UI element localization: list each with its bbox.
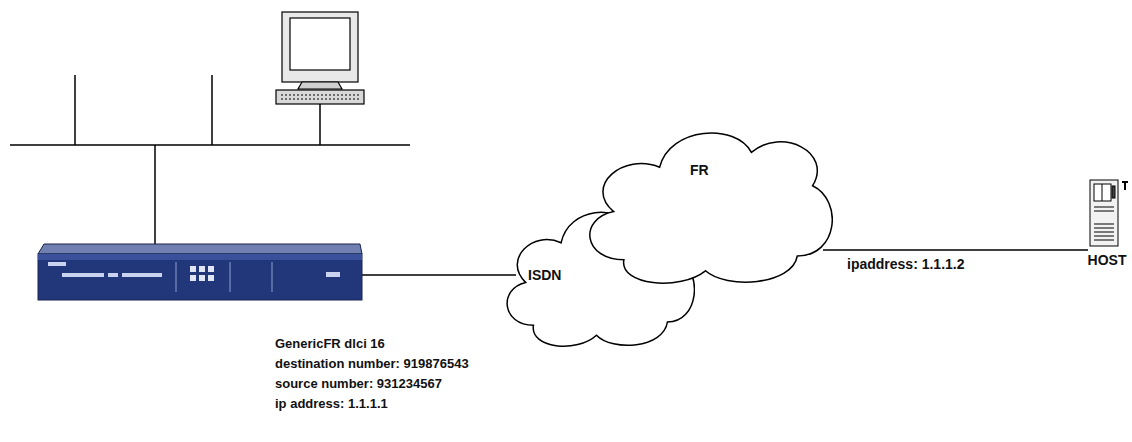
router-band: [38, 254, 362, 260]
server-parts: [1112, 186, 1115, 198]
fr-cloud: FR: [578, 108, 833, 293]
router-port: [190, 275, 196, 281]
server-parts: [1094, 224, 1114, 225]
keyboard-keys: [281, 98, 359, 99]
router-logo: [48, 262, 66, 266]
lan-drop: [74, 75, 76, 145]
router-port: [208, 275, 214, 281]
server-parts: [1090, 180, 1118, 246]
router-port: [199, 266, 205, 272]
node-label: FR: [690, 162, 709, 178]
router-setting: destination number: 919876543: [275, 356, 469, 372]
router-port: [199, 275, 205, 281]
keyboard-keys: [281, 94, 359, 95]
server-parts: [1124, 182, 1126, 190]
router-slot: [108, 273, 118, 277]
router-divider: [176, 262, 177, 292]
server-parts: [1094, 184, 1111, 201]
server-parts: [1094, 232, 1114, 233]
router-port: [190, 266, 196, 272]
router-divider: [230, 262, 231, 292]
server-parts: [1094, 228, 1114, 229]
link-address: ipaddress: 1.1.1.2: [845, 256, 967, 272]
router-setting: ip address: 1.1.1.1: [275, 396, 388, 412]
server-parts: [1102, 184, 1103, 201]
host-server: HOST: [1084, 176, 1130, 272]
router-port: [208, 266, 214, 272]
router-slot: [122, 273, 162, 277]
lan-bus: [10, 75, 516, 275]
server-parts: [1094, 240, 1114, 241]
router-setting: source number: 931234567: [275, 376, 442, 392]
server-parts: [1090, 180, 1128, 246]
monitor-case: [282, 12, 358, 82]
router-slot: [62, 273, 104, 277]
computer-icon: [276, 12, 364, 104]
cloud-shape: [590, 133, 832, 283]
network-link: [823, 249, 1088, 251]
router-front: [38, 254, 362, 300]
lan-drop: [154, 145, 156, 244]
server-icon: [1084, 176, 1130, 250]
server-parts: [1094, 211, 1114, 212]
server-parts: [1094, 207, 1114, 208]
cloud-outline: [578, 108, 833, 293]
router-led: [326, 272, 340, 277]
lan-line: [10, 144, 410, 146]
router-top: [38, 244, 362, 254]
node-label: HOST: [1084, 252, 1130, 268]
lan-drop: [211, 75, 213, 145]
router-divider: [272, 262, 273, 292]
node-label: ISDN: [528, 267, 561, 283]
router-setting: GenericFR dlci 16: [275, 336, 385, 352]
isdn-line: [362, 274, 516, 276]
lan-drop: [319, 104, 321, 145]
server-parts: [1094, 236, 1114, 237]
keyboard: [276, 90, 364, 104]
router-device: [38, 244, 362, 300]
monitor-stand: [298, 82, 342, 89]
monitor-screen: [290, 18, 350, 70]
